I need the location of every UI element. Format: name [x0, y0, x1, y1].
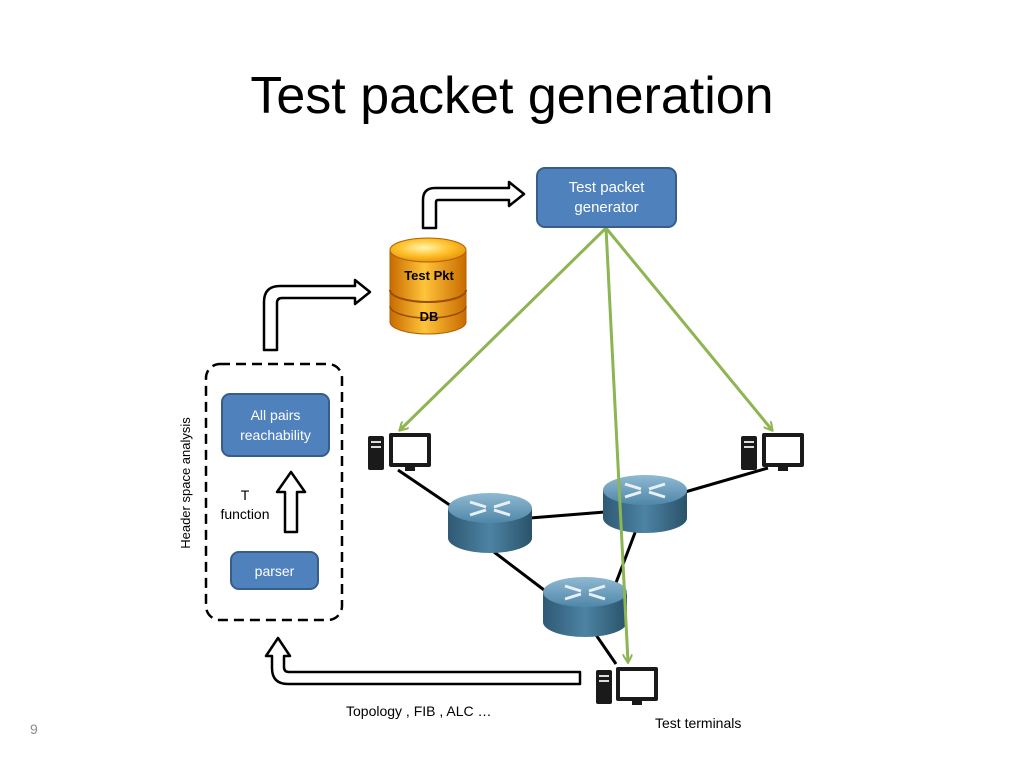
- header-space-analysis-label: Header space analysis: [178, 417, 193, 549]
- all-pairs-reachability: All pairs reachability: [221, 393, 330, 457]
- db-top-label: Test Pkt: [404, 268, 454, 283]
- test-terminals-label: Test terminals: [655, 715, 742, 731]
- computer-icon: [596, 667, 658, 705]
- parser-box: parser: [230, 551, 319, 590]
- page-number: 9: [30, 721, 38, 737]
- computer-icon: [368, 433, 431, 471]
- computer-icon: [741, 433, 804, 471]
- router-icon: [603, 475, 687, 533]
- router-icon: [448, 493, 532, 553]
- generator-label-line1: Test packet: [568, 178, 645, 196]
- generator-label-line2: generator: [574, 198, 639, 216]
- t-function-line1: T: [240, 487, 250, 503]
- reachability-line1: All pairs: [250, 407, 301, 423]
- topology-input-label: Topology , FIB , ALC …: [346, 703, 492, 719]
- t-function-arrow: [275, 470, 307, 534]
- db-to-generator-arrow: [421, 180, 526, 230]
- t-function-label: T function: [212, 486, 278, 524]
- reachability-line2: reachability: [240, 427, 311, 443]
- slide-title: Test packet generation: [250, 67, 774, 125]
- test-packet-paths: [400, 226, 772, 662]
- router-icon: [543, 577, 627, 637]
- test-packet-generator: Test packet generator: [536, 167, 677, 228]
- header-space-analysis-group: [204, 362, 344, 622]
- db-bottom-label: DB: [419, 309, 439, 324]
- network-links: [397, 466, 769, 665]
- database-icon: [389, 237, 467, 335]
- topology-input-arrow: [264, 636, 582, 686]
- parser-label: parser: [254, 562, 295, 579]
- analysis-to-db-arrow: [262, 278, 372, 352]
- t-function-line2: function: [220, 506, 270, 522]
